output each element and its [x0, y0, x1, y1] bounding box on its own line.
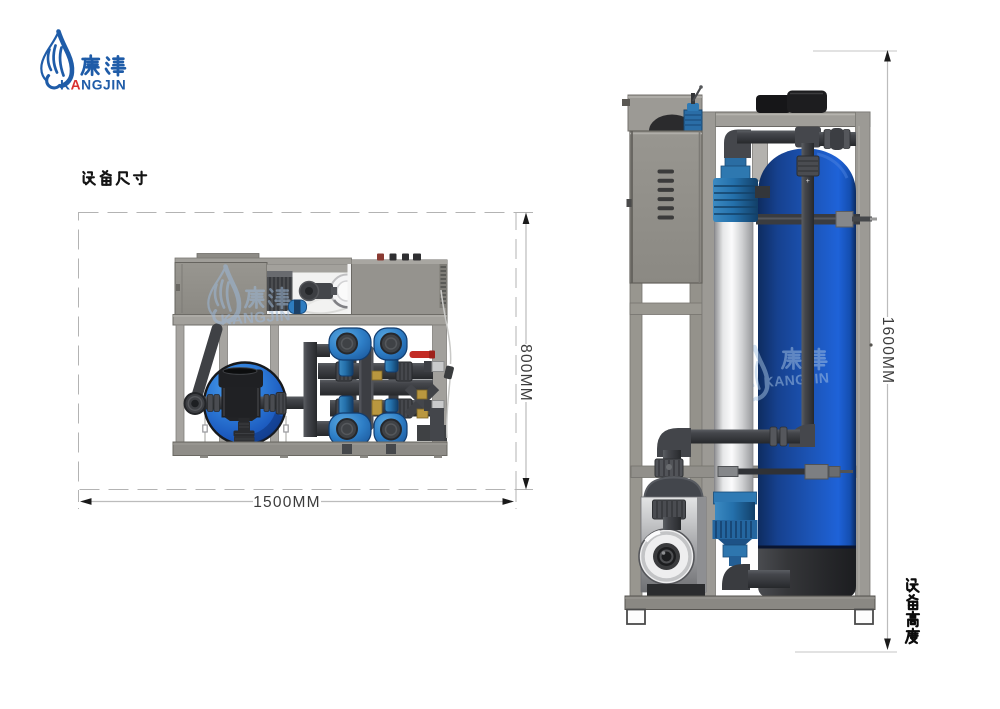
svg-text:1600MM: 1600MM: [879, 317, 896, 385]
svg-text:KANGJIN: KANGJIN: [60, 78, 126, 93]
svg-text:+: +: [806, 178, 810, 185]
svg-text:1500MM: 1500MM: [253, 494, 321, 511]
svg-text:800MM: 800MM: [517, 344, 534, 402]
svg-text:KANGJIN: KANGJIN: [220, 307, 291, 329]
